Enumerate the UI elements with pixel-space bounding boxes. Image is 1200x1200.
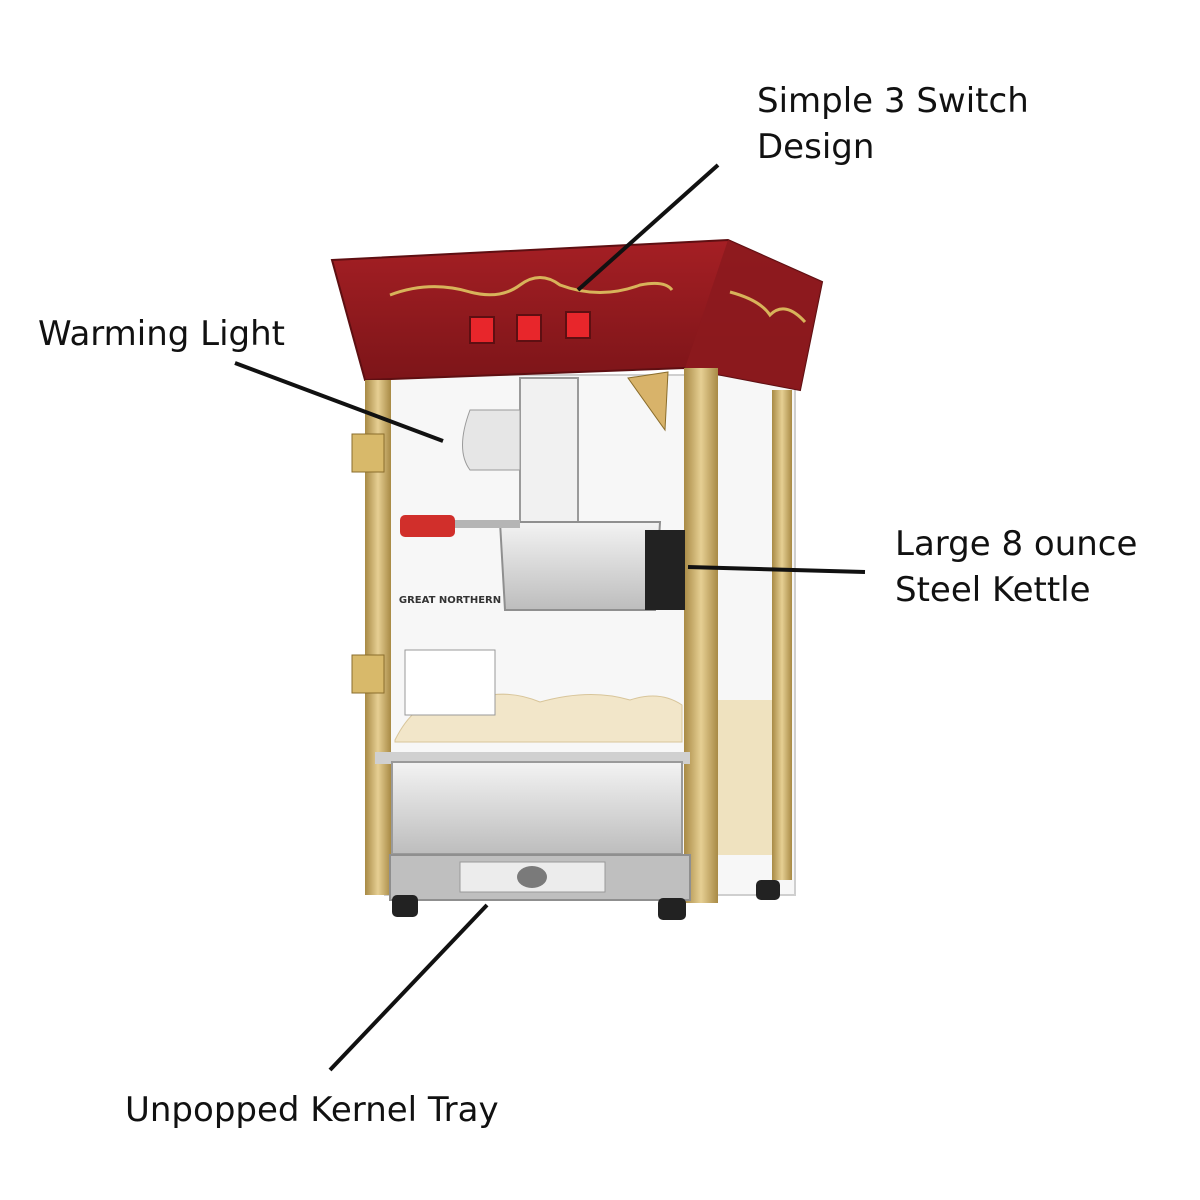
product-logo: GREAT NORTHERN [399, 595, 501, 606]
gold-frame [351, 368, 792, 903]
foot [658, 898, 686, 920]
instruction-sticker [404, 649, 496, 716]
leader-line-kettle [687, 565, 866, 574]
leader-line-switch [576, 163, 720, 292]
kettle-assembly [400, 371, 685, 716]
callout-switch-line2: Design [757, 127, 875, 167]
warming-light-lamp [462, 409, 521, 471]
callout-kettle-line1: Large 8 ounce [895, 524, 1138, 564]
leader-line-warming-light [234, 361, 444, 443]
switch-3 [565, 311, 591, 339]
callout-switch-design: Simple 3 Switch Design [757, 78, 1029, 170]
door-hinge-bottom [351, 654, 385, 694]
gold-ornament [389, 276, 674, 297]
callout-switch-line1: Simple 3 Switch [757, 81, 1029, 121]
switch-1 [469, 316, 495, 344]
gold-ornament-side [729, 290, 807, 324]
switch-2 [516, 314, 542, 342]
cabinet-panel [391, 761, 683, 855]
door-hinge-top [351, 433, 385, 473]
callout-kernel-tray: Unpopped Kernel Tray [125, 1090, 499, 1130]
kettle-side-bracket [645, 530, 685, 610]
lower-cabinet [375, 752, 780, 920]
callout-warming-light: Warming Light [38, 314, 286, 354]
callout-kettle-line2: Steel Kettle [895, 570, 1091, 610]
leader-line-tray [328, 903, 489, 1072]
foot [392, 895, 418, 917]
foot [756, 880, 780, 900]
kettle-vent [627, 371, 669, 432]
kernel-tray-knob [517, 866, 547, 888]
callout-kettle: Large 8 ounce Steel Kettle [895, 521, 1137, 613]
kettle-handle [400, 515, 455, 537]
